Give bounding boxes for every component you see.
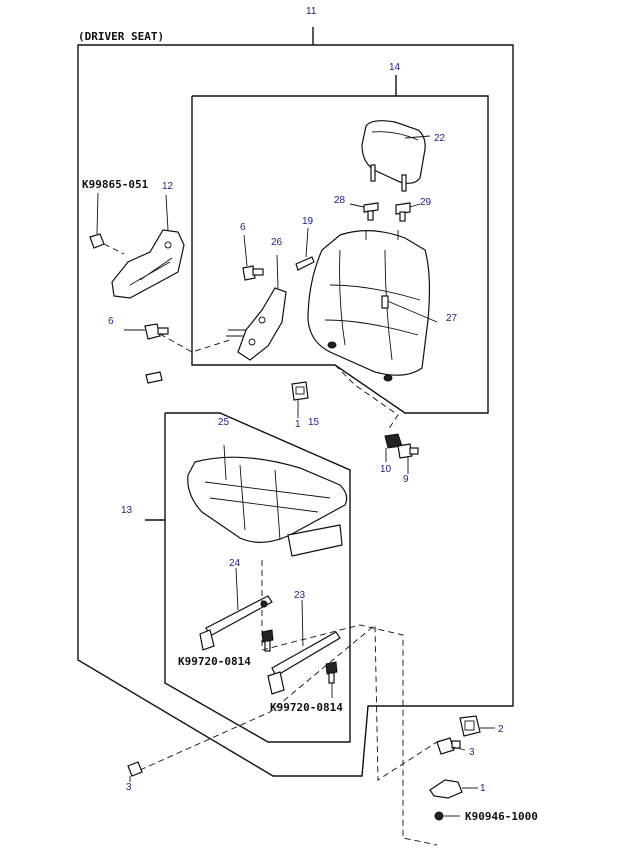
cover-cap: [145, 371, 163, 384]
seat-cushion: [187, 444, 348, 557]
callout-1-lower: 1: [480, 783, 486, 794]
headrest-guide-29: [395, 202, 421, 222]
callout-11: 11: [306, 6, 317, 17]
screw-k99865: [89, 192, 125, 255]
callout-19: 19: [302, 216, 314, 227]
callout-22: 22: [434, 133, 446, 144]
callout-28: 28: [334, 195, 346, 206]
dash-bolt3-lower: [139, 624, 441, 781]
outer-assembly-frame: [77, 44, 514, 777]
callout-24: 24: [229, 558, 241, 569]
part-number-k99720-a: K99720-0814: [178, 655, 251, 668]
dash-rail-to-frame: [261, 560, 438, 846]
bolt-6-upper: [242, 234, 264, 281]
part-number-k90946: K90946-1000: [465, 810, 538, 823]
dash-back-to-bracket: [159, 333, 231, 353]
bracket-cap-2: [459, 715, 495, 737]
callout-23: 23: [294, 590, 306, 601]
bolt-3-lower-left: [127, 761, 143, 782]
headrest: [361, 120, 431, 192]
bolt-3-right: [436, 737, 466, 755]
part-number-k99865: K99865-051: [82, 178, 149, 191]
nut-k90946: [434, 811, 460, 821]
slide-rail-24: [199, 567, 273, 651]
cover-1-lower: [429, 779, 478, 799]
callout-12: 12: [162, 181, 174, 192]
callout-15: 15: [308, 417, 320, 428]
callout-14: 14: [389, 62, 401, 73]
seat-back-cushion: [307, 230, 438, 382]
seat-cushion-frame: [164, 412, 351, 743]
callout-26: 26: [271, 237, 283, 248]
callout-1-upper: 1: [295, 419, 301, 430]
recliner-bracket: [226, 254, 287, 361]
callout-2: 2: [498, 724, 504, 735]
callout-3-lower-left: 3: [126, 782, 132, 793]
dash-back-to-cushion: [334, 364, 399, 431]
callout-6-lower: 6: [108, 316, 114, 327]
title-label: (DRIVER SEAT): [78, 30, 164, 43]
callout-25: 25: [218, 417, 230, 428]
callout-3-right: 3: [469, 747, 475, 758]
bolt-9: [397, 443, 419, 474]
seat-back-frame: [191, 95, 489, 414]
callout-6-upper: 6: [240, 222, 246, 233]
bolt-k99720-a: [261, 629, 274, 652]
headrest-guide-28: [349, 202, 379, 221]
callout-10: 10: [380, 464, 392, 475]
part-number-k99720-b: K99720-0814: [270, 701, 343, 714]
callout-13: 13: [121, 505, 133, 516]
pin-19: [295, 227, 315, 271]
callout-27: 27: [446, 313, 458, 324]
callout-9: 9: [403, 474, 409, 485]
slide-rail-23: [267, 599, 341, 695]
nut-15: [291, 381, 309, 418]
bolt-6-lower: [124, 323, 169, 340]
callout-29: 29: [420, 197, 432, 208]
bolt-k99720-b: [325, 661, 338, 698]
side-shield: [111, 194, 185, 299]
